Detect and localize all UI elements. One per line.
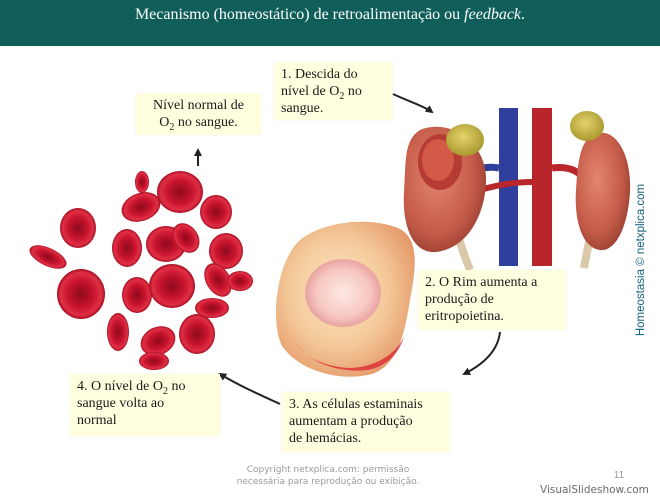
step1-line2-end: no [344,84,362,99]
step4-line1-end: no [167,379,186,394]
o2-subscript: 2 [339,90,345,102]
arrow-to-kidneys [392,93,434,114]
red-blood-cell [29,245,67,269]
red-blood-cell [172,223,200,253]
red-blood-cell [112,229,142,267]
step3-line2: aumentam a produção [289,414,413,429]
red-blood-cell [149,264,195,308]
step4-line3: normal [77,413,117,428]
step2-note: 2. O Rim aumenta a produção de eritropoiet… [418,270,566,330]
watermark: VisualSlideshow.com [540,484,649,496]
red-blood-cell [57,269,105,319]
title-suffix: . [521,6,526,23]
step2-line3: eritropoietina. [425,309,504,324]
arrow-to-blood-cells [218,372,281,405]
red-blood-cell [157,171,203,213]
o2-subscript: 2 [162,385,168,397]
red-blood-cell [107,313,129,351]
step3-line1: 3. As células estaminais [289,397,423,412]
step2-line1: 2. O Rim aumenta a [425,275,538,290]
red-blood-cell [140,326,176,356]
red-blood-cell [135,171,149,193]
title-emphasis: feedback [464,6,522,23]
slide-title: Mecanismo (homeostático) de retroaliment… [0,6,660,24]
red-blood-cell [195,298,229,318]
bone-marrow-illustration [276,221,415,377]
red-blood-cell [60,208,96,248]
step4-line1: 4. O nível de O [77,379,163,394]
step1-line2: nível de O [281,84,340,99]
copyright-notice: Copyright netxplica.com: permissão necess… [228,464,428,488]
step1-note: 1. Descida do nível de O2 no sangue. [274,62,392,120]
copyright-line2: necessária para reprodução ou exibição. [236,477,420,487]
step2-line2: produção de [425,292,494,307]
side-credit: Homeostasia © netxplica.com [635,183,647,337]
red-blood-cell [122,277,152,313]
normal-line1: Nível normal de [153,98,244,113]
red-blood-cell [204,263,232,297]
step1-line3: sangue. [281,101,324,116]
red-blood-cell [227,271,253,291]
red-blood-cell [179,314,215,354]
step4-line2: sangue volta ao [77,396,165,411]
red-blood-cell [139,352,169,370]
normal-line2: no sangue. [174,115,238,130]
title-text: Mecanismo (homeostático) de retroaliment… [134,6,465,23]
red-blood-cell [200,195,232,229]
step1-line1: 1. Descida do [281,67,358,82]
o2-subscript: 2 [169,121,175,133]
page-number: 11 [613,470,625,481]
kidneys-illustration [403,108,631,272]
step3-line3: de hemácias. [289,431,362,446]
arrow-to-bone-marrow [462,331,501,375]
copyright-line1: Copyright netxplica.com: permissão [246,465,410,475]
red-blood-cell [209,233,243,269]
step3-note: 3. As células estaminais aumentam a produ… [282,392,450,452]
red-blood-cells-illustration [29,171,253,370]
header-bar: Mecanismo (homeostático) de retroaliment… [0,0,660,46]
red-blood-cell [121,192,161,222]
